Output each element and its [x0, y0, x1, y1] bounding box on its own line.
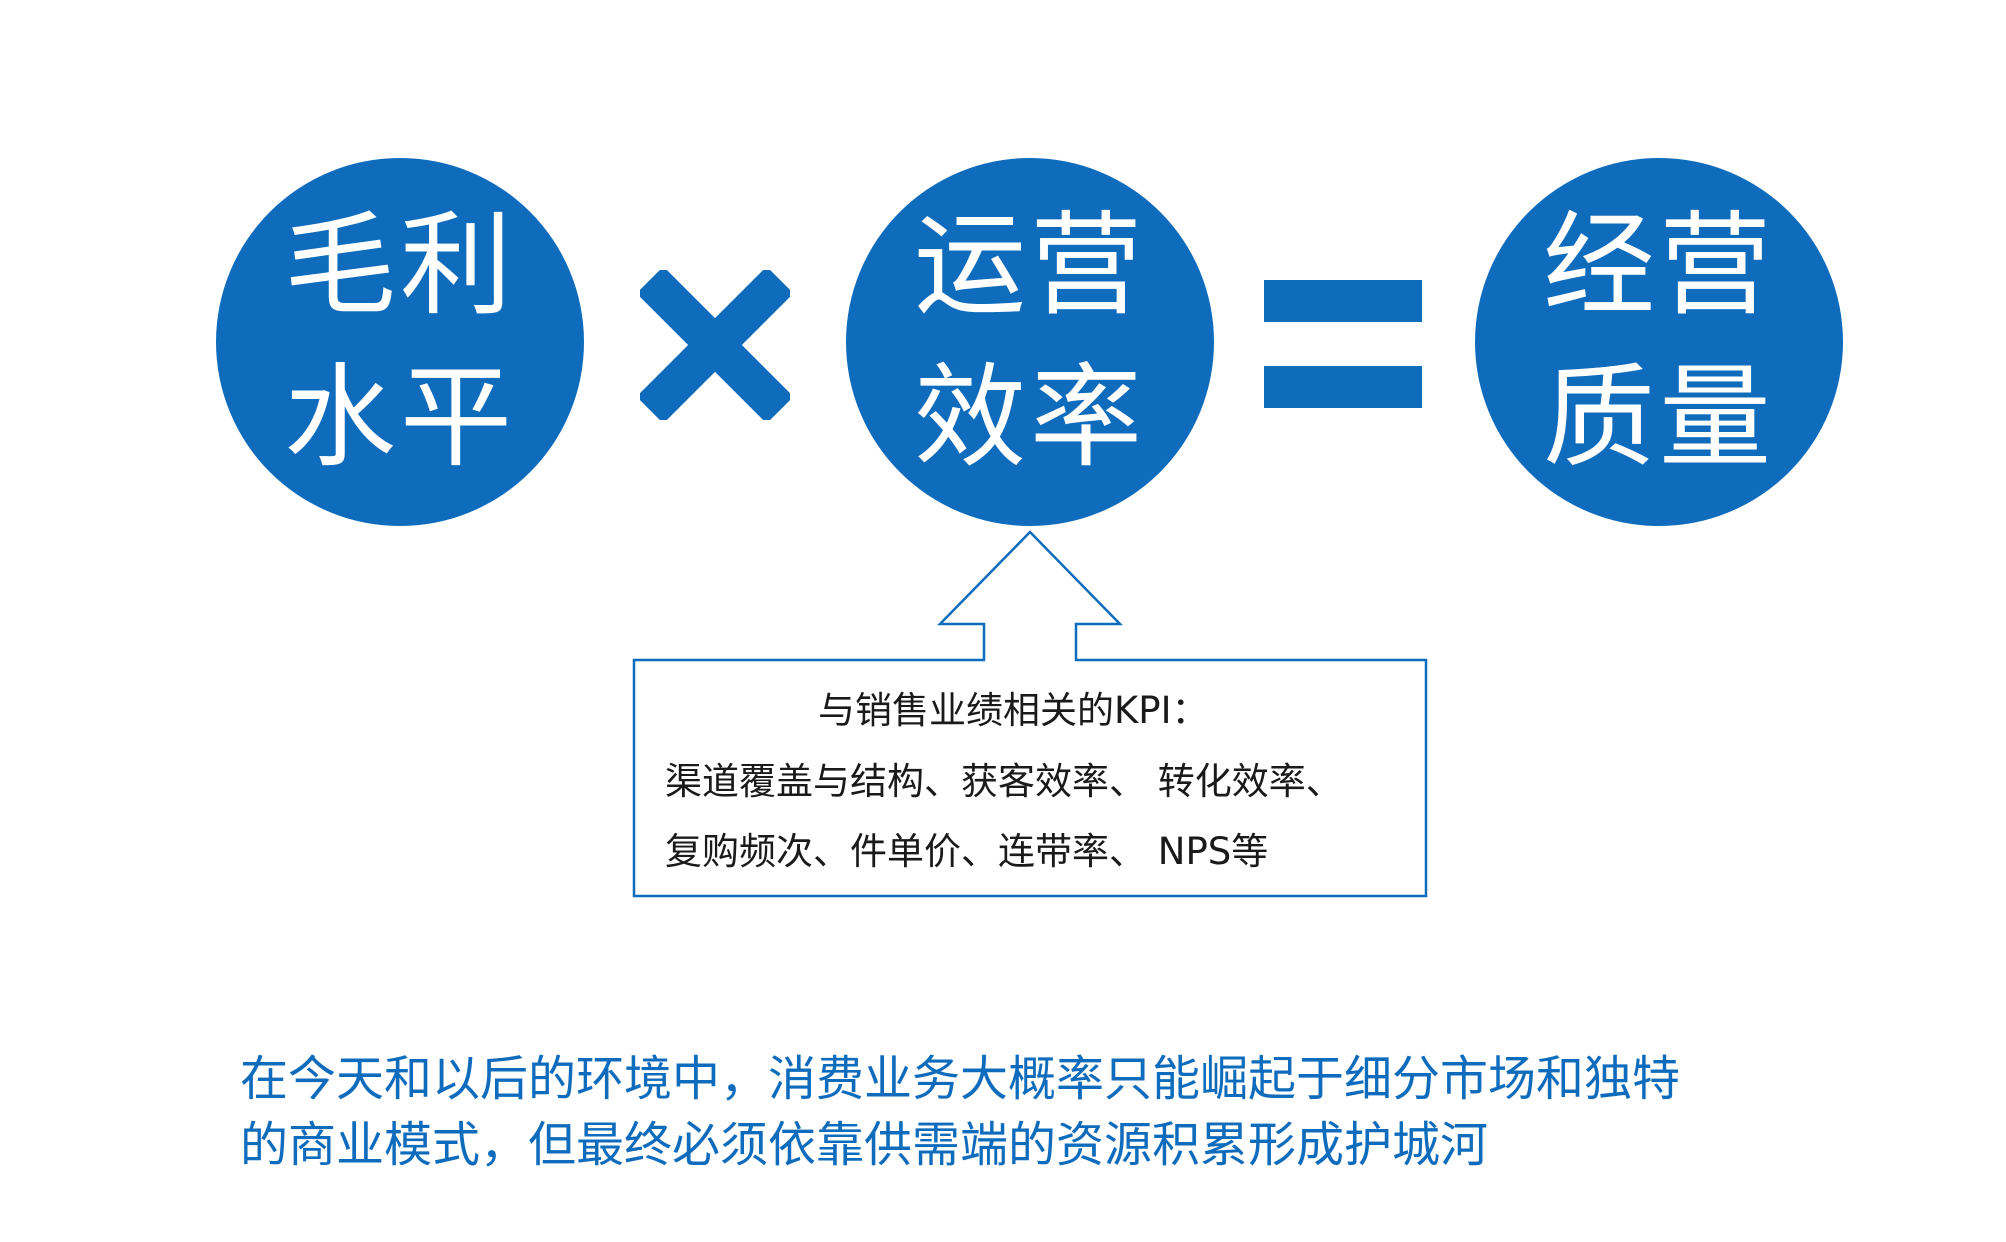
- business-quality-label-line2: 质量: [1543, 353, 1775, 483]
- gross-margin-circle: 毛利 水平: [216, 158, 584, 526]
- business-quality-label-line1: 经营: [1543, 201, 1775, 331]
- operational-efficiency-label-line2: 效率: [914, 353, 1146, 483]
- gross-margin-label-line2: 水平: [284, 353, 516, 483]
- business-quality-circle: 经营 质量: [1475, 158, 1843, 526]
- conclusion-text-line-1: 在今天和以后的环境中，消费业务大概率只能崛起于细分市场和独特: [240, 1051, 1681, 1107]
- kpi-callout-box: [632, 530, 1428, 898]
- gross-margin-label-line1: 毛利: [284, 201, 516, 331]
- kpi-callout-title: 与销售业绩相关的KPI：: [818, 689, 1209, 732]
- up-arrow-icon: [632, 530, 1428, 898]
- kpi-list-line-1: 渠道覆盖与结构、获客效率、 转化效率、: [665, 760, 1343, 803]
- conclusion-text-line-2: 的商业模式，但最终必须依靠供需端的资源积累形成护城河: [240, 1117, 1489, 1173]
- kpi-list-line-2: 复购频次、件单价、连带率、 NPS等: [665, 830, 1269, 873]
- operational-efficiency-circle: 运营 效率: [846, 158, 1214, 526]
- operational-efficiency-label-line1: 运营: [914, 201, 1146, 331]
- multiply-icon: [640, 270, 790, 420]
- equals-icon: [1264, 280, 1422, 408]
